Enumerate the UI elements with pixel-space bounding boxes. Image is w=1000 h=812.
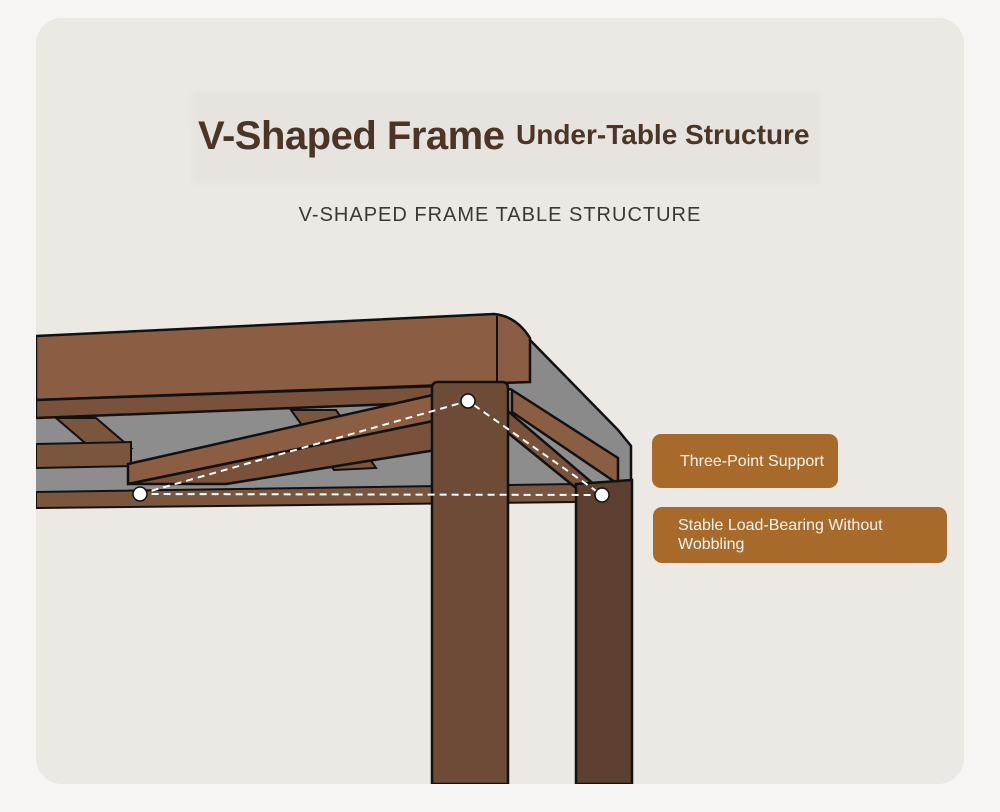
product-card: V-Shaped Frame Under-Table Structure V-S… bbox=[36, 18, 964, 784]
callout-three-point-support: Three-Point Support bbox=[652, 434, 838, 488]
title-backdrop bbox=[192, 92, 820, 184]
table-leg-front bbox=[430, 380, 510, 784]
table-leg-back bbox=[574, 478, 634, 784]
support-point-icon bbox=[132, 486, 148, 502]
page-subtitle: Under-Table Structure bbox=[516, 119, 810, 150]
support-point-icon bbox=[460, 393, 476, 409]
page-title: V-Shaped Frame bbox=[198, 114, 505, 158]
support-triangle-icon bbox=[139, 399, 606, 497]
section-caption: V-SHAPED FRAME TABLE STRUCTURE bbox=[298, 204, 702, 226]
tabletop-front-edge bbox=[36, 312, 532, 402]
callout-stable-load-bearing: Stable Load-Bearing Without Wobbling bbox=[653, 507, 947, 563]
support-point-icon bbox=[594, 487, 610, 503]
lower-frame-rail bbox=[36, 440, 132, 470]
table-frame-illustration bbox=[36, 312, 634, 784]
